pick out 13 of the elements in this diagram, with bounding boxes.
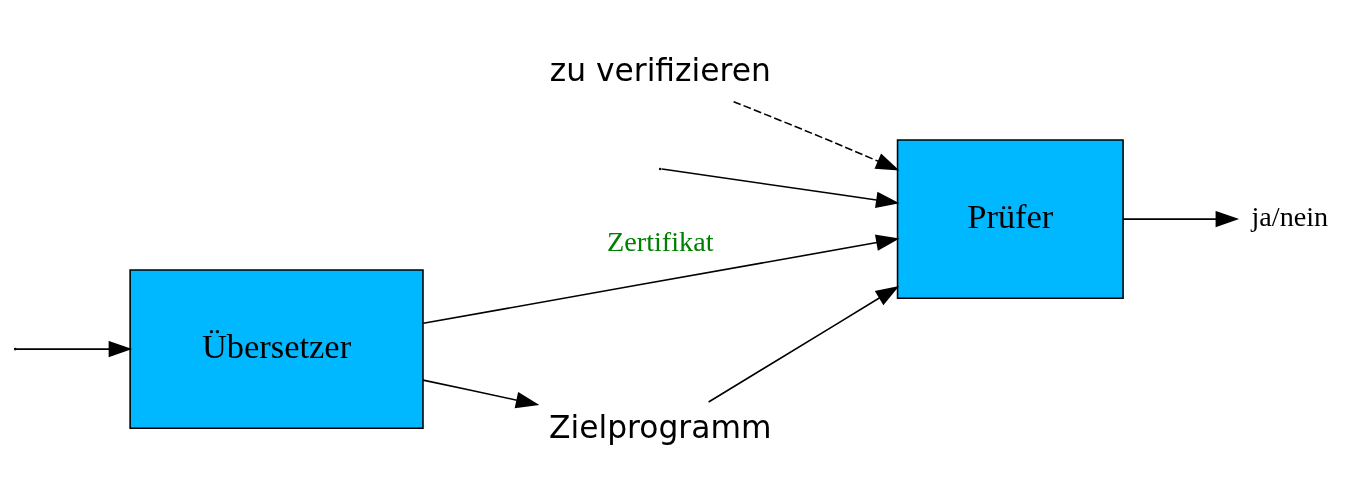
node-box: Übersetzer [129,269,424,429]
node-text: zu verifizieren [549,52,771,89]
arrow [1122,210,1240,228]
arrow [15,340,133,358]
edge-label: Zertifikat [607,226,714,258]
arrow [732,100,900,171]
node-box: Prüfer [896,139,1124,299]
arrow [422,379,540,409]
arrow [707,285,900,403]
arrow [422,234,900,325]
node-text: Zielprogramm [549,409,772,446]
arrow [661,168,900,209]
node-text: ja/nein [1251,201,1329,232]
